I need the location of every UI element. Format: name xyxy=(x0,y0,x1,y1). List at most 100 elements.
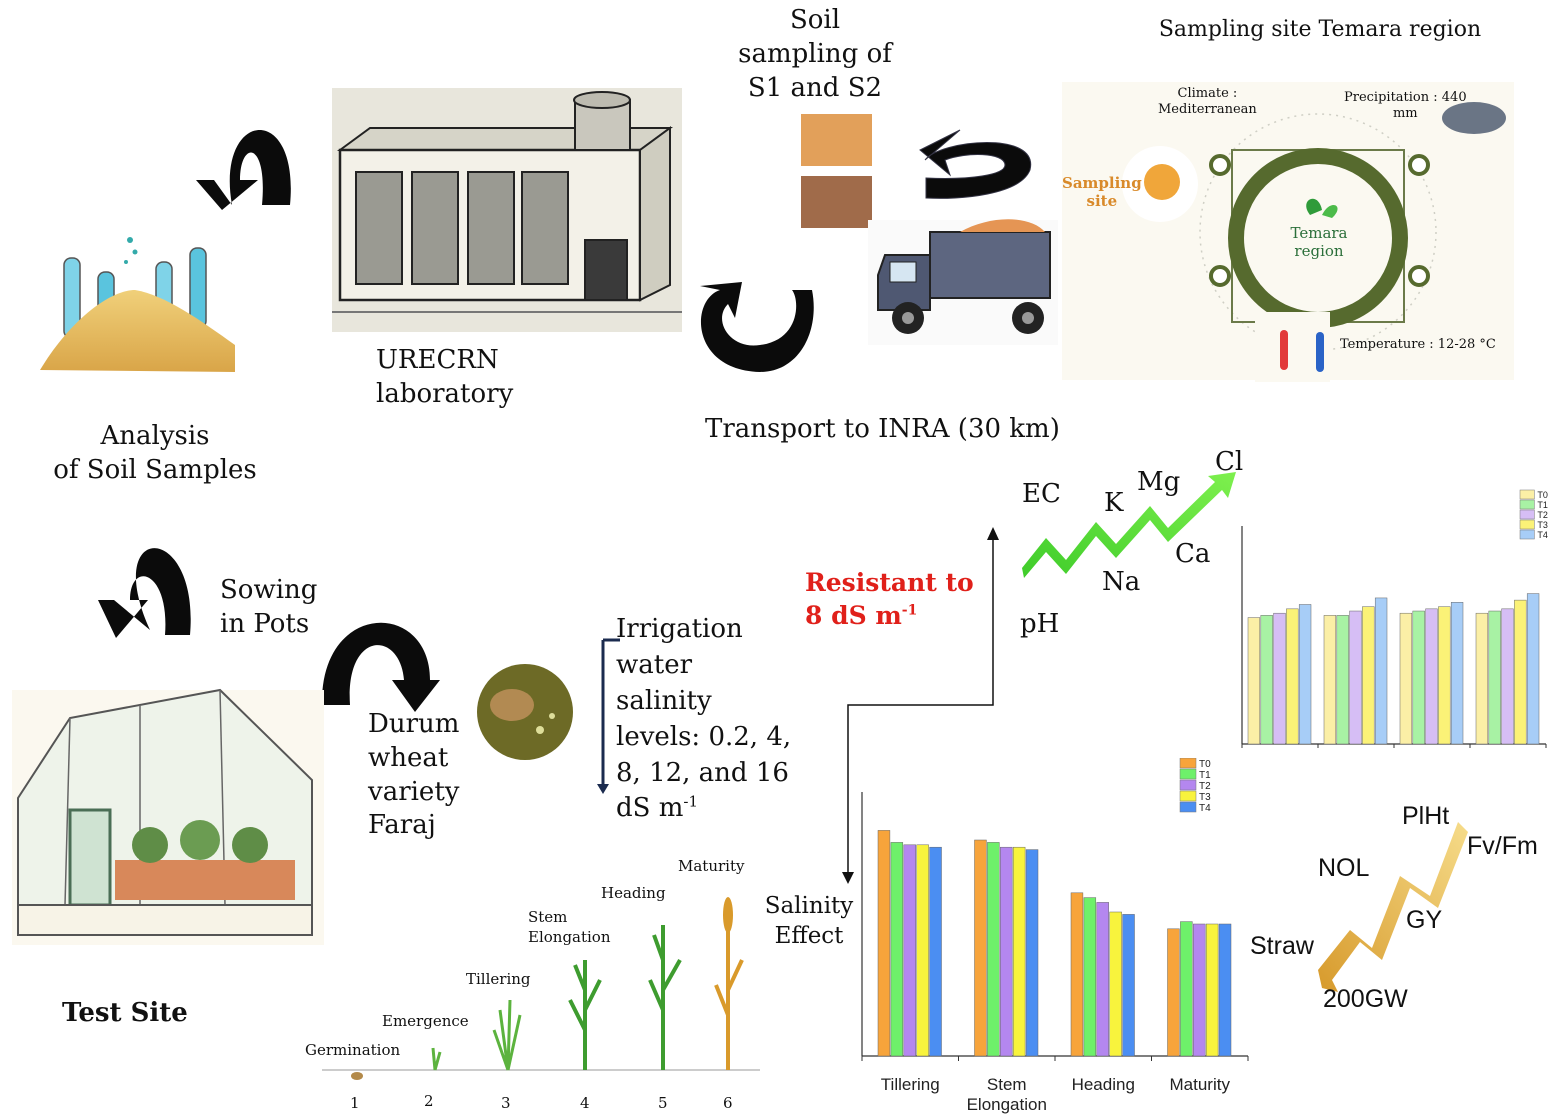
legend-label: T1 xyxy=(1537,500,1548,510)
temara-region-label: Temara region xyxy=(1290,224,1348,260)
legend-label: T0 xyxy=(1199,759,1211,770)
growth-stages-illustration xyxy=(322,897,760,1080)
category-label: Heading xyxy=(1072,1075,1135,1094)
bar-t3 xyxy=(1362,606,1375,745)
soil-param-na: Na xyxy=(1102,567,1141,597)
legend-swatch xyxy=(1179,758,1197,769)
sampling-site-title: Sampling site Temara region xyxy=(1158,17,1482,42)
stage-label-heading: Heading xyxy=(601,884,666,902)
laboratory-label: URECRN laboratory xyxy=(376,345,514,409)
bar-t1 xyxy=(1083,897,1097,1057)
legend-label: T3 xyxy=(1537,520,1548,530)
irrigation-bracket xyxy=(597,638,620,794)
category-label: Maturity xyxy=(1170,1075,1231,1094)
bar-t0 xyxy=(1167,928,1180,1057)
curved-arrow-icon xyxy=(919,129,1031,199)
bar-t0 xyxy=(974,839,987,1057)
transport-label: Transport to INRA (30 km) xyxy=(705,414,1060,444)
bar-t2 xyxy=(1501,608,1514,745)
laboratory-illustration xyxy=(332,88,682,332)
soil-param-cl: Cl xyxy=(1215,447,1244,477)
bar-t1 xyxy=(1412,610,1425,745)
plant-param-fvfm: Fv/Fm xyxy=(1467,832,1538,860)
soil-param-ca: Ca xyxy=(1175,539,1211,569)
legend-swatch xyxy=(1179,790,1197,802)
legend-label: T2 xyxy=(1537,510,1548,520)
legend-label: T4 xyxy=(1199,803,1211,814)
curved-arrow-icon xyxy=(700,282,814,372)
greenhouse-illustration xyxy=(12,688,324,945)
bar-t0 xyxy=(1475,612,1489,745)
bar-t2 xyxy=(903,844,916,1057)
legend-swatch xyxy=(1519,519,1535,530)
legend-swatch xyxy=(1519,499,1535,510)
bar-t4 xyxy=(1526,593,1540,745)
stage-label-germination: Germination xyxy=(305,1041,401,1059)
plant-param-200gw: 200GW xyxy=(1323,985,1408,1013)
plant-parameters-arrow xyxy=(1318,822,1468,992)
bar-t4 xyxy=(929,846,942,1057)
curved-arrow-icon xyxy=(321,622,440,712)
sowing-label: Sowing in Pots xyxy=(220,575,318,639)
legend-swatch xyxy=(1179,768,1197,780)
bar-t3 xyxy=(1438,606,1451,745)
truck-illustration xyxy=(868,219,1058,345)
resistant-label: Resistant to 8 dS m-1 xyxy=(805,568,974,631)
legend-swatch xyxy=(1179,779,1197,791)
soil-sample-swatches xyxy=(801,114,872,228)
bar-t1 xyxy=(1336,615,1349,745)
site-map xyxy=(1062,82,1514,382)
bar-t1 xyxy=(1180,921,1193,1057)
bar-t1 xyxy=(1260,615,1273,745)
soil-param-ec: EC xyxy=(1022,479,1061,509)
category-label: Stem xyxy=(987,1075,1027,1094)
bar-t3 xyxy=(1205,923,1219,1057)
bar-t0 xyxy=(1070,892,1084,1057)
bar-t4 xyxy=(1218,923,1232,1057)
bar-t1 xyxy=(1488,610,1501,745)
plant-param-nol: NOL xyxy=(1318,854,1370,882)
legend-label: T4 xyxy=(1537,530,1548,540)
stage-label-emergence: Emergence xyxy=(382,1012,469,1030)
legend-swatch xyxy=(1519,509,1535,520)
stage-label-stem-elongation: Stem Elongation xyxy=(528,908,611,946)
legend-swatch xyxy=(1179,801,1197,813)
stage-number: 5 xyxy=(658,1094,668,1112)
test-site-label: Test Site xyxy=(62,998,188,1028)
stage-number: 2 xyxy=(424,1092,434,1110)
stage-label-maturity: Maturity xyxy=(678,857,745,875)
plant-param-gy: GY xyxy=(1406,906,1443,934)
bar-t2 xyxy=(1193,923,1206,1057)
bar-t4 xyxy=(1450,602,1464,745)
stage-number: 6 xyxy=(723,1094,733,1112)
precipitation-label: Precipitation : 440 mm xyxy=(1344,90,1467,122)
bar-t0 xyxy=(877,830,891,1057)
climate-label: Climate : Mediterranean xyxy=(1158,86,1257,117)
bar-t4 xyxy=(1298,604,1312,745)
bar-t3 xyxy=(1514,599,1527,745)
soil-sampling-label: Soil sampling of S1 and S2 xyxy=(738,5,892,103)
legend-swatch xyxy=(1519,529,1535,540)
bar-t4 xyxy=(1122,914,1135,1057)
legend-label: T0 xyxy=(1537,490,1548,500)
bar-t2 xyxy=(1425,608,1438,745)
soil-param-k: K xyxy=(1104,488,1124,518)
plant-param-plht: PlHt xyxy=(1402,802,1450,830)
stage-number: 1 xyxy=(350,1094,360,1112)
soil-param-ph: pH xyxy=(1020,609,1060,639)
bar-t2 xyxy=(1349,610,1362,745)
bar-t1 xyxy=(987,842,1000,1057)
curved-arrow-icon xyxy=(196,129,291,210)
bar-t4 xyxy=(1374,597,1388,745)
soil-parameters-arrow xyxy=(1022,472,1236,578)
plant-param-straw: Straw xyxy=(1250,932,1314,960)
bar-t4 xyxy=(1025,849,1039,1057)
category-label: Elongation xyxy=(967,1095,1047,1114)
category-label: Tillering xyxy=(881,1075,940,1094)
stage-label-tillering: Tillering xyxy=(466,970,531,988)
temperature-label: Temperature : 12-28 °C xyxy=(1340,337,1496,352)
sampling-site-label: Sampling site xyxy=(1062,174,1142,210)
legend-swatch xyxy=(1519,489,1535,500)
